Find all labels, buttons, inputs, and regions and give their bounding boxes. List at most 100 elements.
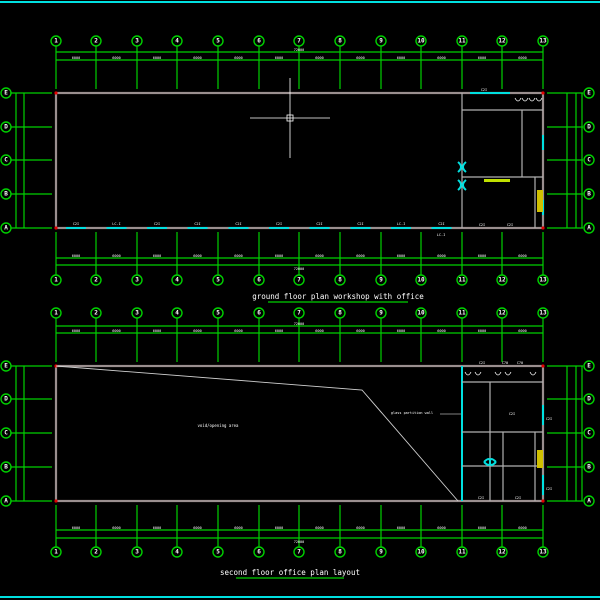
axis-label-8: 8 xyxy=(338,549,342,556)
axis-bubble xyxy=(583,461,595,473)
axis-label-8: 8 xyxy=(338,277,342,284)
axis-label-13: 13 xyxy=(539,277,547,284)
dimension-text: 6000 xyxy=(356,329,364,333)
dimension-text: 6000 xyxy=(478,254,486,258)
axis-label-5: 5 xyxy=(216,277,220,284)
axis-label-D: D xyxy=(4,124,8,131)
column-marker xyxy=(54,226,58,230)
dimension-text: 6000 xyxy=(72,526,80,530)
dimension-total: 72000 xyxy=(294,267,305,271)
axis-bubble xyxy=(583,427,595,439)
axis-label-1: 1 xyxy=(54,38,58,45)
axis-label-E: E xyxy=(587,363,591,370)
axis-bubble xyxy=(50,546,62,558)
door-swing-icon xyxy=(483,458,497,466)
dimension-text: 6000 xyxy=(234,526,242,530)
axis-bubble xyxy=(0,461,12,473)
axis-label-12: 12 xyxy=(498,310,506,317)
window-label: C2I xyxy=(357,222,363,226)
axis-bubble xyxy=(0,87,12,99)
axis-label-13: 13 xyxy=(539,38,547,45)
axis-bubble xyxy=(334,274,346,286)
axis-label-1: 1 xyxy=(54,277,58,284)
dimension-text: 6000 xyxy=(275,254,283,258)
axis-label-C: C xyxy=(4,157,8,164)
dimension-text: 6000 xyxy=(234,254,242,258)
axis-bubble xyxy=(253,546,265,558)
axis-label-3: 3 xyxy=(135,549,139,556)
dimension-text: 6000 xyxy=(72,254,80,258)
axis-bubble xyxy=(496,274,508,286)
window-label: C2I xyxy=(481,88,487,92)
dimension-text: 6000 xyxy=(437,56,445,60)
axis-bubble xyxy=(90,546,102,558)
axis-label-B: B xyxy=(4,464,8,471)
window-label: C2I xyxy=(438,222,444,226)
dimension-text: 6000 xyxy=(356,56,364,60)
ground-floor-title: ground floor plan workshop with office xyxy=(252,292,424,301)
window-label: LC-I xyxy=(437,233,445,237)
axis-label-13: 13 xyxy=(539,549,547,556)
window-label: C2I xyxy=(546,487,552,491)
axis-label-7: 7 xyxy=(297,38,301,45)
dimension-text: 6000 xyxy=(193,56,201,60)
axis-bubble xyxy=(334,35,346,47)
axis-bubble xyxy=(131,274,143,286)
dimension-text: 6000 xyxy=(193,526,201,530)
window-label: C2I xyxy=(479,361,485,365)
axis-label-6: 6 xyxy=(257,38,261,45)
axis-bubble xyxy=(583,222,595,234)
axis-label-11: 11 xyxy=(458,38,466,45)
dimension-text: 6000 xyxy=(437,254,445,258)
dimension-text: 6000 xyxy=(153,56,161,60)
dimension-text: 6000 xyxy=(397,329,405,333)
axis-label-5: 5 xyxy=(216,310,220,317)
dimension-text: 6000 xyxy=(112,329,120,333)
axis-bubble xyxy=(456,546,468,558)
axis-bubble xyxy=(415,35,427,47)
dimension-text: 6000 xyxy=(193,329,201,333)
dimension-text: 6000 xyxy=(518,254,526,258)
window-label: C2I xyxy=(515,496,521,500)
axis-bubble xyxy=(415,274,427,286)
axis-bubble xyxy=(90,307,102,319)
axis-bubble xyxy=(0,360,12,372)
column-marker xyxy=(541,91,545,95)
axis-label-6: 6 xyxy=(257,277,261,284)
axis-bubble xyxy=(334,307,346,319)
window-label: LC-I xyxy=(112,222,120,226)
dimension-text: 6000 xyxy=(153,526,161,530)
axis-label-5: 5 xyxy=(216,38,220,45)
axis-label-3: 3 xyxy=(135,310,139,317)
axis-bubble xyxy=(171,35,183,47)
column-marker xyxy=(541,226,545,230)
axis-bubble xyxy=(375,546,387,558)
window-label: LC-I xyxy=(397,222,405,226)
workbench xyxy=(484,179,510,182)
axis-label-A: A xyxy=(4,498,8,505)
dimension-text: 6000 xyxy=(437,526,445,530)
axis-label-2: 2 xyxy=(94,549,98,556)
axis-bubble xyxy=(0,393,12,405)
axis-bubble xyxy=(171,307,183,319)
axis-label-10: 10 xyxy=(417,277,425,284)
axis-bubble xyxy=(212,35,224,47)
axis-bubble xyxy=(50,307,62,319)
axis-bubble xyxy=(171,274,183,286)
dimension-text: 6000 xyxy=(275,56,283,60)
axis-bubble xyxy=(90,274,102,286)
axis-bubble xyxy=(496,307,508,319)
second-floor-plan: 1160006000226000600033600060004460006000… xyxy=(0,307,595,558)
axis-bubble xyxy=(496,546,508,558)
window-label: C2I xyxy=(546,417,552,421)
axis-label-4: 4 xyxy=(175,549,179,556)
dimension-text: 6000 xyxy=(112,526,120,530)
axis-label-B: B xyxy=(587,464,591,471)
axis-label-2: 2 xyxy=(94,277,98,284)
axis-label-1: 1 xyxy=(54,310,58,317)
axis-label-8: 8 xyxy=(338,38,342,45)
dimension-text: 6000 xyxy=(315,526,323,530)
axis-bubble xyxy=(0,121,12,133)
dimension-text: 6000 xyxy=(315,329,323,333)
